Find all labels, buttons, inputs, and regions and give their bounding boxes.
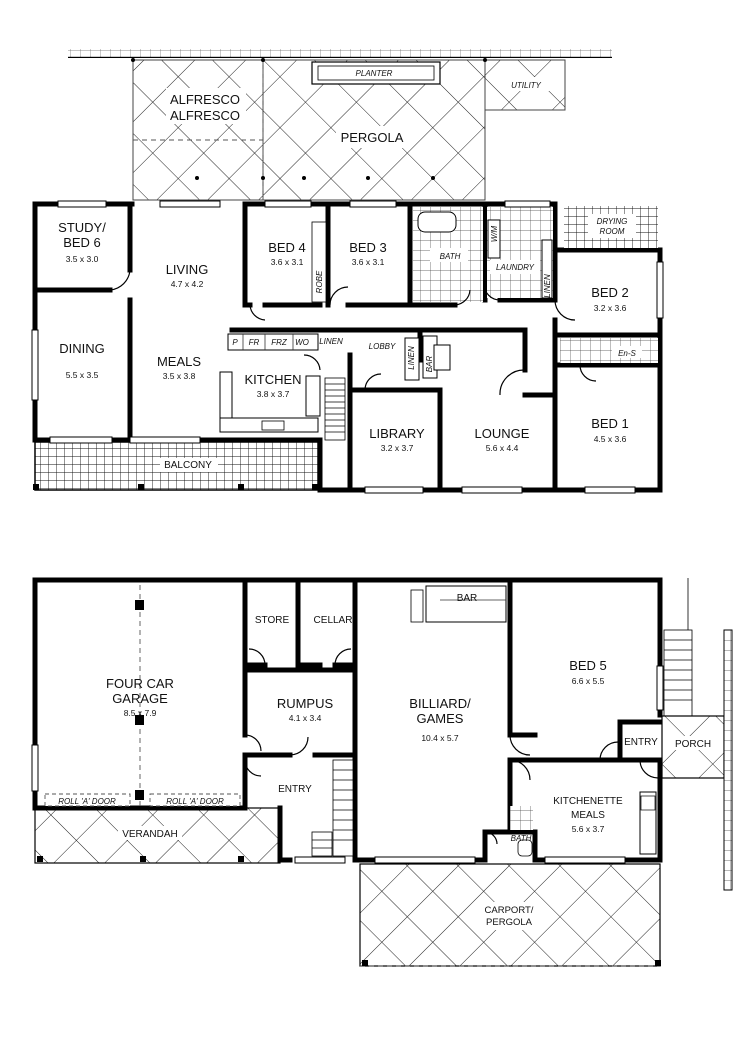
lobby-label: LOBBY (369, 342, 396, 351)
entry-main-label: ENTRY (278, 784, 312, 795)
ensuite-floor (560, 338, 658, 363)
entry-side-label: ENTRY (624, 737, 658, 748)
windows-lower (31, 665, 664, 864)
bed4-dim: 3.6 x 3.1 (271, 257, 304, 267)
roll-door-1 (44, 793, 131, 807)
study-label-2: BED 6 (63, 235, 101, 250)
roll-door-1-label: ROLL 'A' DOOR (58, 797, 116, 806)
balcony-label: BALCONY (164, 460, 212, 471)
living-dim: 4.7 x 4.2 (171, 279, 204, 289)
kitchenette-dim: 5.6 x 3.7 (572, 824, 605, 834)
alfresco-label-2: ALFRESCO (170, 108, 240, 123)
pantry-wo-label: WO (295, 338, 309, 347)
lower-door-swings (244, 648, 659, 845)
meals-label: MEALS (157, 354, 201, 369)
lounge-label: LOUNGE (475, 426, 530, 441)
balcony-deck (34, 441, 319, 491)
pantry-p-label: P (232, 338, 238, 347)
living-label: LIVING (166, 262, 209, 277)
bed5-dim: 6.6 x 5.5 (572, 676, 605, 686)
lower-bath-floor (510, 806, 533, 830)
planter-box (311, 61, 441, 85)
utility-label: UTILITY (511, 81, 541, 90)
kitchenette-label-1: KITCHENETTE (553, 796, 623, 807)
drying-label-1: DRYING (597, 217, 628, 226)
verandah-label: VERANDAH (122, 829, 178, 840)
meals-dim: 3.5 x 3.8 (163, 371, 196, 381)
alfresco-area (132, 59, 264, 201)
library-dim: 3.2 x 3.7 (381, 443, 414, 453)
kitchen-dim: 3.8 x 3.7 (257, 389, 290, 399)
store-label: STORE (255, 615, 290, 626)
bed4-label: BED 4 (268, 240, 306, 255)
bed1-dim: 4.5 x 3.6 (594, 434, 627, 444)
billiard-label-1: BILLIARD/ (409, 696, 471, 711)
kitchenette-label-2: MEALS (571, 810, 605, 821)
upper-stairs (324, 377, 346, 441)
kitchen-pantry-bench (227, 333, 319, 351)
side-retaining-wall (723, 629, 733, 891)
ensuite-label: En-S (618, 349, 636, 358)
billiard-dim: 10.4 x 5.7 (421, 733, 459, 743)
carport-label-1: CARPORT/ (485, 905, 534, 916)
linen-laundry-label: LINEN (543, 274, 552, 298)
carport-label-2: PERGOLA (486, 917, 533, 928)
bed3-dim: 3.6 x 3.1 (352, 257, 385, 267)
kitchen-label: KITCHEN (244, 372, 301, 387)
porch-label: PORCH (675, 739, 711, 750)
bar-upper-label: BAR (425, 356, 434, 373)
cellar-label: CELLAR (314, 615, 353, 626)
bar-lower-label: BAR (457, 593, 478, 604)
garage-dim: 8.5 x 7.9 (124, 708, 157, 718)
lower-stairs (311, 759, 354, 857)
lounge-dim: 5.6 x 4.4 (486, 443, 519, 453)
alfresco-label-1: ALFRESCO (170, 92, 240, 107)
windows-upper (31, 200, 664, 494)
bath-label: BATH (440, 252, 461, 261)
bath-lower-label: BATH (511, 834, 532, 843)
door-swings (109, 269, 597, 396)
pergola-posts (131, 58, 487, 180)
boundary-hatch (68, 49, 612, 57)
external-stairs (663, 578, 693, 717)
upper-floor-plan: PLANTER UTILITY ALFRESCO ALFRESCO PERGOL… (31, 49, 664, 494)
pergola-label: PERGOLA (341, 130, 404, 145)
rumpus-dim: 4.1 x 3.4 (289, 713, 322, 723)
robe-label: ROBE (315, 270, 324, 293)
bed3-label: BED 3 (349, 240, 387, 255)
laundry-label: LAUNDRY (496, 263, 535, 272)
pantry-frz-label: FRZ (271, 338, 288, 347)
bed2-label: BED 2 (591, 285, 629, 300)
study-label-1: STUDY/ (58, 220, 106, 235)
bed2-dim: 3.2 x 3.6 (594, 303, 627, 313)
roll-door-2 (149, 793, 241, 807)
dining-dim: 5.5 x 3.5 (66, 370, 99, 380)
linen-kitchen-label: LINEN (319, 337, 343, 346)
garage-label-1: FOUR CAR (106, 676, 174, 691)
study-dim: 3.5 x 3.0 (66, 254, 99, 264)
pantry-fr-label: FR (249, 338, 260, 347)
dining-label: DINING (59, 341, 105, 356)
lower-floor-plan: FOUR CAR GARAGE 8.5 x 7.9 STORE CELLAR B… (31, 577, 733, 967)
bar-counter (425, 585, 507, 623)
library-label: LIBRARY (369, 426, 425, 441)
rumpus-label: RUMPUS (277, 696, 334, 711)
wim-label: W/M (490, 225, 499, 242)
planter-label: PLANTER (356, 69, 393, 78)
bed1-label: BED 1 (591, 416, 629, 431)
garage-label-2: GARAGE (112, 691, 168, 706)
linen-lobby-label: LINEN (407, 346, 416, 370)
lower-floor-labels: FOUR CAR GARAGE 8.5 x 7.9 STORE CELLAR B… (58, 593, 711, 928)
drying-label-2: ROOM (600, 227, 625, 236)
roll-door-2-label: ROLL 'A' DOOR (166, 797, 224, 806)
bed5-label: BED 5 (569, 658, 607, 673)
upper-floor-labels: PLANTER UTILITY ALFRESCO ALFRESCO PERGOL… (58, 69, 636, 471)
billiard-label-2: GAMES (417, 711, 464, 726)
